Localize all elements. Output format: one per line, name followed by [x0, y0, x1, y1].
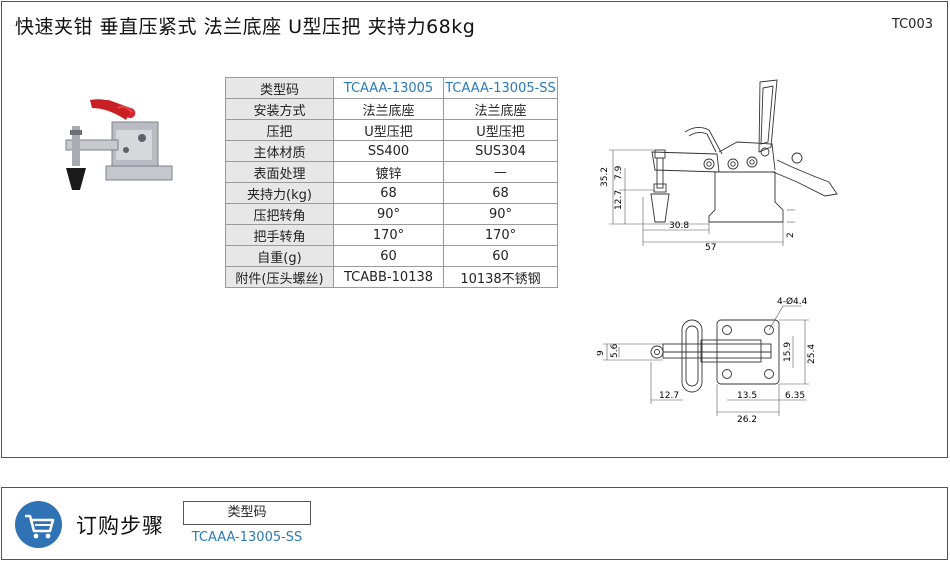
- dim-6-35: 6.35: [785, 391, 805, 401]
- dim-12-7-top: 12.7: [659, 391, 679, 401]
- row-col2: U型压把: [443, 119, 558, 141]
- row-col2: —: [443, 161, 558, 183]
- row-label: 主体材质: [225, 140, 334, 162]
- table-row: 压把 U型压把 U型压把: [225, 119, 558, 141]
- product-photo: [65, 99, 173, 190]
- table-row: 表面处理 镀锌 —: [225, 161, 558, 183]
- table-row: 自重(g) 60 60: [225, 245, 558, 267]
- spec-table-header: 类型码 TCAAA-13005 TCAAA-13005-SS: [225, 77, 558, 99]
- row-col2: 60: [443, 245, 558, 267]
- row-label: 表面处理: [225, 161, 334, 183]
- row-col2: 法兰底座: [443, 98, 558, 120]
- side-view-drawing: 35.2 7.9 12.7 30.8 57 2: [600, 79, 838, 253]
- row-col1: U型压把: [333, 119, 444, 141]
- order-steps-panel: 订购步骤 类型码 TCAAA-13005-SS: [1, 487, 948, 560]
- type-code-value[interactable]: TCAAA-13005-SS: [191, 530, 303, 545]
- row-col2: SUS304: [443, 140, 558, 162]
- row-col2: 90°: [443, 203, 558, 225]
- dim-5-6: 5.6: [610, 343, 620, 358]
- dim-26-2: 26.2: [737, 415, 757, 425]
- row-label: 压把: [225, 119, 334, 141]
- table-row: 压把转角 90° 90°: [225, 203, 558, 225]
- row-label: 安装方式: [225, 98, 334, 120]
- header-col2: TCAAA-13005-SS: [443, 77, 558, 99]
- type-code-label-box: 类型码: [183, 501, 311, 525]
- order-title: 订购步骤: [76, 514, 164, 538]
- dim-30-8: 30.8: [669, 221, 689, 231]
- row-label: 附件(压头螺丝): [225, 266, 334, 288]
- top-view-drawing: 4-Ø4.4 9 5.6 15.9 25.4 12.7 13.5 6.35 26…: [597, 296, 817, 425]
- row-col2: 10138不锈钢: [443, 266, 558, 288]
- dim-2: 2: [786, 232, 796, 238]
- dim-holes: 4-Ø4.4: [777, 296, 808, 307]
- header-label: 类型码: [225, 77, 334, 99]
- page-title: 快速夹钳 垂直压紧式 法兰底座 U型压把 夹持力68kg: [15, 16, 476, 38]
- row-label: 夹持力(kg): [225, 182, 334, 204]
- dim-57: 57: [705, 243, 716, 253]
- table-row: 安装方式 法兰底座 法兰底座: [225, 98, 558, 120]
- row-col2: 170°: [443, 224, 558, 246]
- dim-35-2: 35.2: [600, 167, 610, 187]
- cart-icon: [15, 501, 62, 548]
- row-col1: 68: [333, 182, 444, 204]
- dim-12-7: 12.7: [614, 190, 624, 210]
- row-label: 压把转角: [225, 203, 334, 225]
- row-label: 自重(g): [225, 245, 334, 267]
- dim-13-5: 13.5: [737, 391, 757, 401]
- row-col1: TCABB-10138: [333, 266, 444, 288]
- dim-9: 9: [597, 350, 606, 356]
- row-col1: 60: [333, 245, 444, 267]
- dim-15-9: 15.9: [783, 342, 793, 362]
- row-label: 把手转角: [225, 224, 334, 246]
- row-col1: 法兰底座: [333, 98, 444, 120]
- table-row: 附件(压头螺丝) TCABB-10138 10138不锈钢: [225, 266, 558, 288]
- row-col1: 170°: [333, 224, 444, 246]
- dim-7-9: 7.9: [614, 165, 624, 180]
- table-row: 主体材质 SS400 SUS304: [225, 140, 558, 162]
- product-code: TC003: [891, 17, 933, 32]
- table-row: 夹持力(kg) 68 68: [225, 182, 558, 204]
- row-col1: 镀锌: [333, 161, 444, 183]
- spec-table: 类型码 TCAAA-13005 TCAAA-13005-SS 安装方式 法兰底座…: [225, 77, 558, 288]
- row-col1: 90°: [333, 203, 444, 225]
- row-col1: SS400: [333, 140, 444, 162]
- dim-25-4: 25.4: [807, 344, 817, 364]
- product-panel: 快速夹钳 垂直压紧式 法兰底座 U型压把 夹持力68kg TC003 类型码 T…: [1, 1, 948, 458]
- header-col1: TCAAA-13005: [333, 77, 444, 99]
- table-row: 把手转角 170° 170°: [225, 224, 558, 246]
- row-col2: 68: [443, 182, 558, 204]
